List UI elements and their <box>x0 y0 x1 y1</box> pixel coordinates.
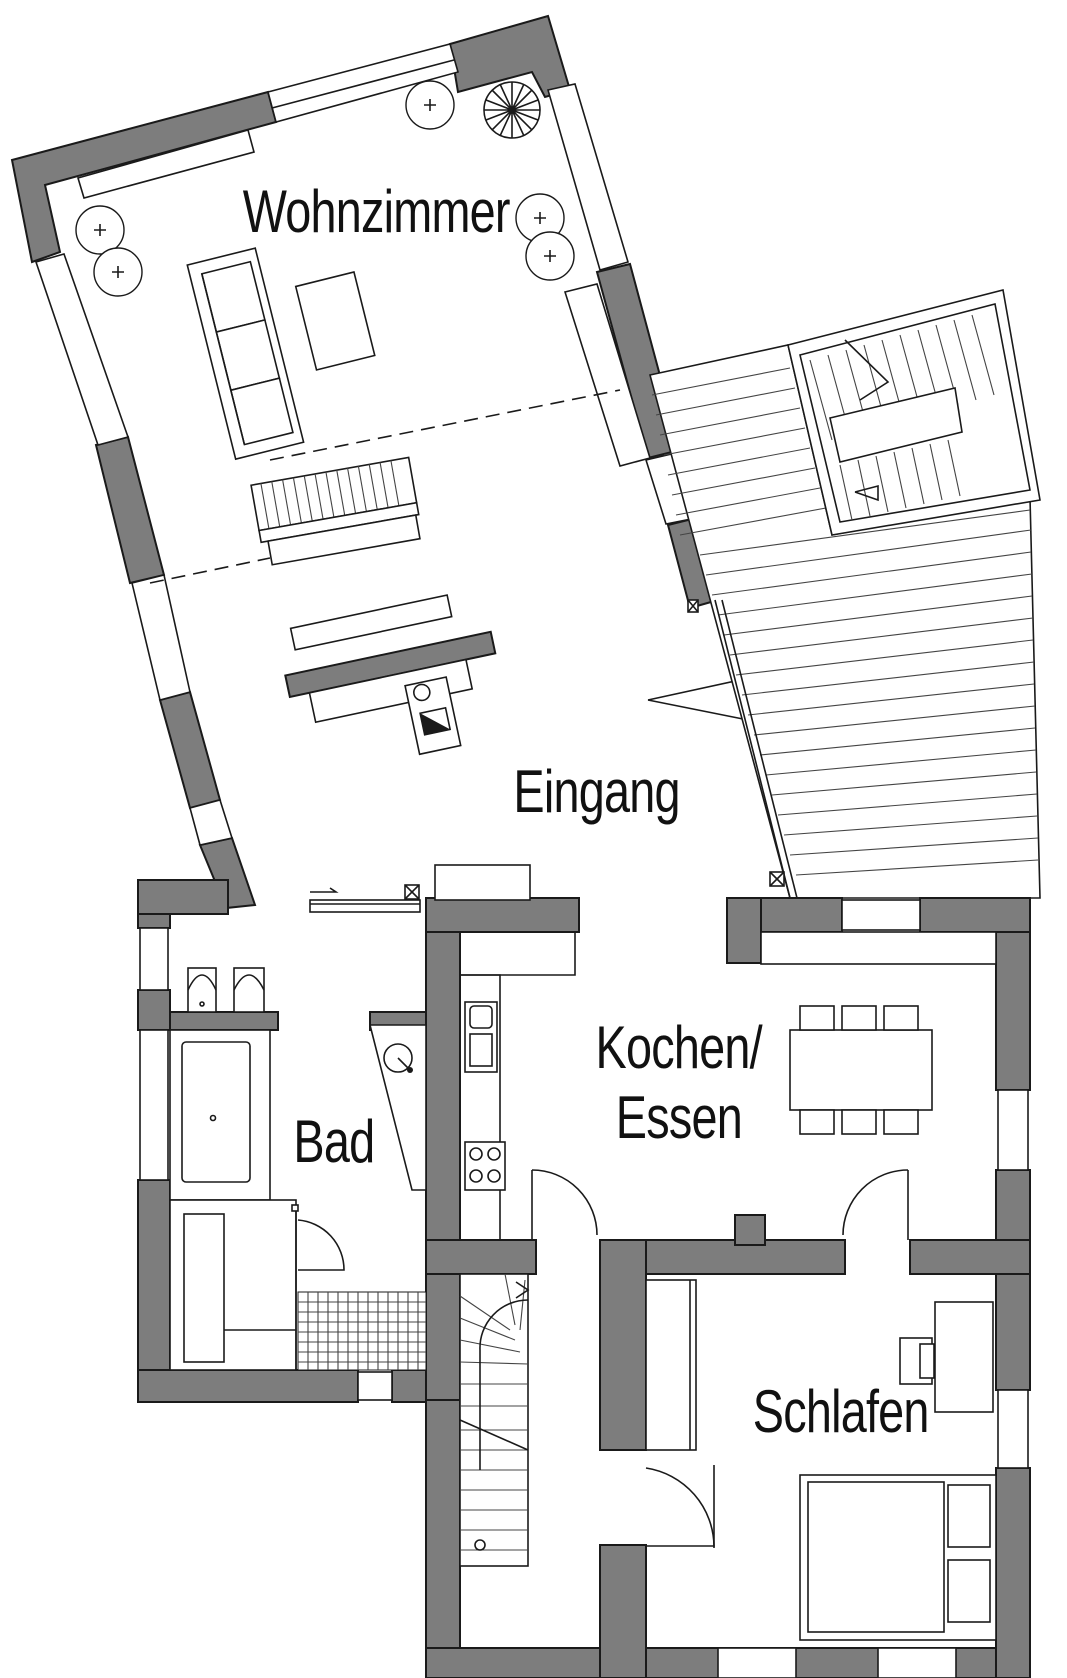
window-left-3 <box>189 799 234 846</box>
plant-tree-1 <box>405 80 455 130</box>
room-label-bad: Bad <box>293 1108 374 1175</box>
gallery-line-lower <box>149 557 271 584</box>
window-sill-top-left <box>77 129 255 199</box>
kitchen-doors <box>531 1169 909 1240</box>
gallery-line-upper <box>269 389 621 461</box>
window-left-1 <box>34 253 130 446</box>
room-label-kochen: Kochen/ <box>596 1014 763 1081</box>
plant-spiky <box>483 81 541 139</box>
room-label-eingang: Eingang <box>513 758 679 825</box>
upper-rotated-wing <box>10 14 749 910</box>
toilet <box>233 967 265 1013</box>
interior-staircase <box>459 1273 530 1567</box>
plant-tree-5 <box>93 247 143 297</box>
wall-left-1 <box>94 435 166 585</box>
plant-tree-3 <box>525 231 575 281</box>
washbasin <box>368 1024 427 1191</box>
coffee-table <box>294 271 376 371</box>
sofa <box>186 247 305 461</box>
wall-left-2 <box>158 690 222 810</box>
bedroom-wardrobe <box>645 1279 697 1451</box>
room-label-essen: Essen <box>616 1084 742 1151</box>
plant-tree-4 <box>75 205 125 255</box>
kitchen-sink <box>464 1001 498 1073</box>
window-right-mid <box>563 283 652 467</box>
exterior-staircase <box>787 289 1041 536</box>
stair-landing <box>829 387 963 463</box>
dining-table <box>789 1005 933 1135</box>
bad-floor-tiles <box>297 1291 427 1371</box>
shower <box>169 1199 345 1371</box>
window-left-2 <box>131 574 191 701</box>
kitchen-counter <box>460 932 576 1240</box>
cooktop <box>464 1141 506 1191</box>
wall-top-right <box>448 14 572 99</box>
fireplace-island <box>284 594 497 756</box>
entrance-cabinet <box>434 864 531 901</box>
window-top <box>267 43 459 123</box>
desk <box>899 1301 994 1413</box>
room-label-schlafen: Schlafen <box>753 1378 929 1445</box>
bedroom-door <box>645 1465 715 1548</box>
bad-sliding-door <box>309 884 421 913</box>
bathtub <box>169 1029 271 1201</box>
bidet <box>187 967 217 1013</box>
bed <box>799 1474 997 1641</box>
window-right-upper <box>546 83 629 271</box>
room-label-wohnzimmer: Wohnzimmer <box>243 178 511 245</box>
gallery-staircase <box>250 456 421 566</box>
